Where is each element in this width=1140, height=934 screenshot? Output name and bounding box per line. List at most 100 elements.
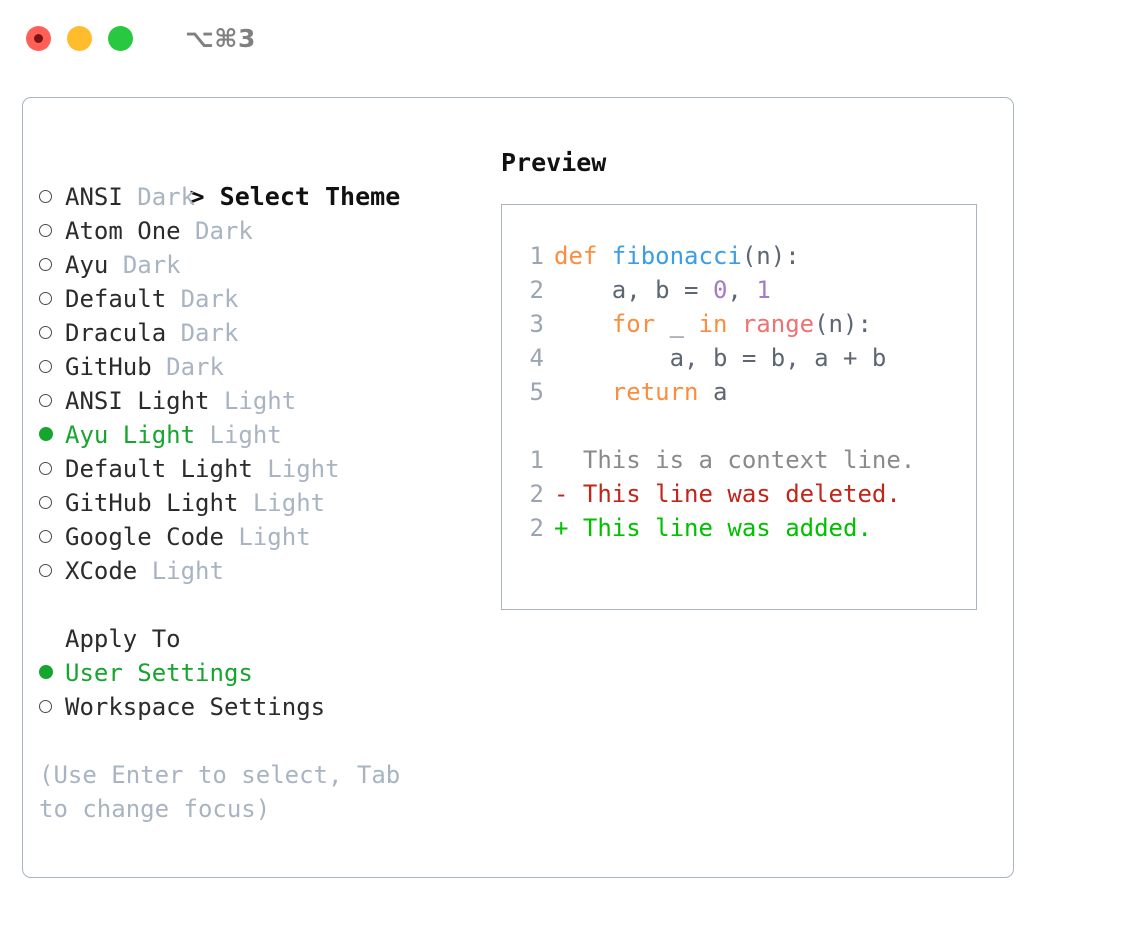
theme-option-variant: Dark <box>180 285 239 313</box>
code-token: return <box>611 378 713 406</box>
code-token: fibonacci <box>611 242 742 270</box>
code-token: _ <box>669 310 699 338</box>
code-token: a <box>712 378 728 406</box>
maximize-button-icon[interactable] <box>108 25 133 51</box>
preview-heading: Preview <box>501 148 607 177</box>
code-token <box>554 310 612 338</box>
theme-option-ayu-light[interactable]: Ayu Light Light <box>39 418 479 452</box>
diff-sign: - <box>554 480 569 508</box>
code-line: 2 a, b = 0, 1 <box>502 273 976 307</box>
radio-empty-icon <box>39 182 65 216</box>
diff-sign: + <box>554 514 569 542</box>
diff-text: This line was deleted. <box>568 480 901 508</box>
minimize-button-icon[interactable] <box>67 25 92 51</box>
theme-option-variant: Dark <box>166 353 224 381</box>
radio-dot <box>39 700 52 713</box>
code-token: 1 <box>756 276 771 304</box>
radio-empty-icon <box>39 284 65 318</box>
theme-option-ansi-light[interactable]: ANSI Light Light <box>39 384 479 418</box>
diff-line-deleted: 2- This line was deleted. <box>502 477 976 511</box>
diff-line-number: 2 <box>529 480 544 508</box>
theme-option-variant: Light <box>223 387 297 415</box>
diff-sample: 1 This is a context line.2- This line wa… <box>502 443 976 545</box>
code-token: a, b = <box>554 276 713 304</box>
keyboard-hint-text: (Use Enter to select, Tab to change focu… <box>39 761 401 823</box>
code-line: 3 for _ in range(n): <box>502 307 976 341</box>
theme-option-variant: Light <box>238 523 311 551</box>
theme-option-label: ANSI Light <box>65 387 210 415</box>
theme-option-label: Default <box>65 285 167 313</box>
theme-option-label: Google Code <box>65 523 224 551</box>
diff-text: This is a context line. <box>568 446 916 474</box>
code-line: 5 return a <box>502 375 976 409</box>
apply-to-option-label: Workspace Settings <box>65 693 326 721</box>
theme-option-label: Ayu <box>65 251 109 279</box>
close-button-icon[interactable] <box>26 25 51 51</box>
code-line-number: 3 <box>529 310 544 338</box>
diff-line-added: 2 + This line was added. <box>502 511 976 545</box>
code-token: in <box>698 310 742 338</box>
theme-option-label: GitHub <box>65 353 152 381</box>
diff-line-number: 1 <box>529 446 544 474</box>
radio-dot <box>39 190 52 203</box>
code-token: for <box>611 310 670 338</box>
theme-option-variant: Dark <box>180 319 239 347</box>
code-line-number: 4 <box>529 344 544 372</box>
theme-option-label: Ayu Light <box>65 421 196 449</box>
theme-option-atom-one[interactable]: Atom One Dark <box>39 214 479 248</box>
diff-text: This line was added. <box>568 514 872 542</box>
theme-option-google-code[interactable]: Google Code Light <box>39 520 479 554</box>
select-theme-heading: > Select Theme <box>39 146 479 211</box>
radio-empty-icon <box>39 318 65 352</box>
apply-to-option-workspace-settings[interactable]: Workspace Settings <box>39 690 479 724</box>
theme-option-github-light[interactable]: GitHub Light Light <box>39 486 479 520</box>
theme-option-xcode[interactable]: XCode Light <box>39 554 479 588</box>
radio-empty-icon <box>39 216 65 250</box>
radio-dot <box>39 326 52 339</box>
apply-to-option-user-settings[interactable]: User Settings <box>39 656 479 690</box>
code-token: (n): <box>741 242 800 270</box>
focus-caret-icon: > <box>189 182 205 211</box>
radio-dot <box>39 564 52 577</box>
list-spacer <box>39 588 479 622</box>
radio-empty-icon <box>39 250 65 284</box>
diff-line-number: 2 <box>529 514 544 542</box>
code-token: range <box>741 310 815 338</box>
window-shortcut-label: ⌥⌘3 <box>185 23 256 53</box>
apply-to-heading: Apply To <box>65 625 181 653</box>
code-token <box>554 378 612 406</box>
radio-dot <box>39 462 52 475</box>
traffic-lights <box>26 25 133 51</box>
radio-dot <box>39 665 53 679</box>
code-line-number: 2 <box>529 276 544 304</box>
theme-option-variant: Light <box>252 489 326 517</box>
theme-option-github[interactable]: GitHub Dark <box>39 350 479 384</box>
radio-selected-icon <box>39 420 65 454</box>
theme-option-variant: Dark <box>122 251 181 279</box>
diff-line-context: 1 This is a context line. <box>502 443 976 477</box>
radio-empty-icon <box>39 488 65 522</box>
theme-option-dracula[interactable]: Dracula Dark <box>39 316 479 350</box>
radio-empty-icon <box>39 522 65 556</box>
code-line: 4 a, b = b, a + b <box>502 341 976 375</box>
theme-option-default[interactable]: Default Dark <box>39 282 479 316</box>
select-theme-heading-label: Select Theme <box>219 182 401 211</box>
theme-option-default-light[interactable]: Default Light Light <box>39 452 479 486</box>
diff-sign <box>554 446 568 474</box>
theme-option-ansi[interactable]: ANSI Dark <box>39 180 479 214</box>
theme-option-variant: Light <box>151 557 224 585</box>
radio-dot <box>39 394 52 407</box>
radio-dot <box>39 258 52 271</box>
theme-option-ayu[interactable]: Ayu Dark <box>39 248 479 282</box>
title-bar: ⌥⌘3 <box>0 0 1140 76</box>
theme-option-variant: Dark <box>137 183 196 211</box>
code-token: def <box>554 242 612 270</box>
